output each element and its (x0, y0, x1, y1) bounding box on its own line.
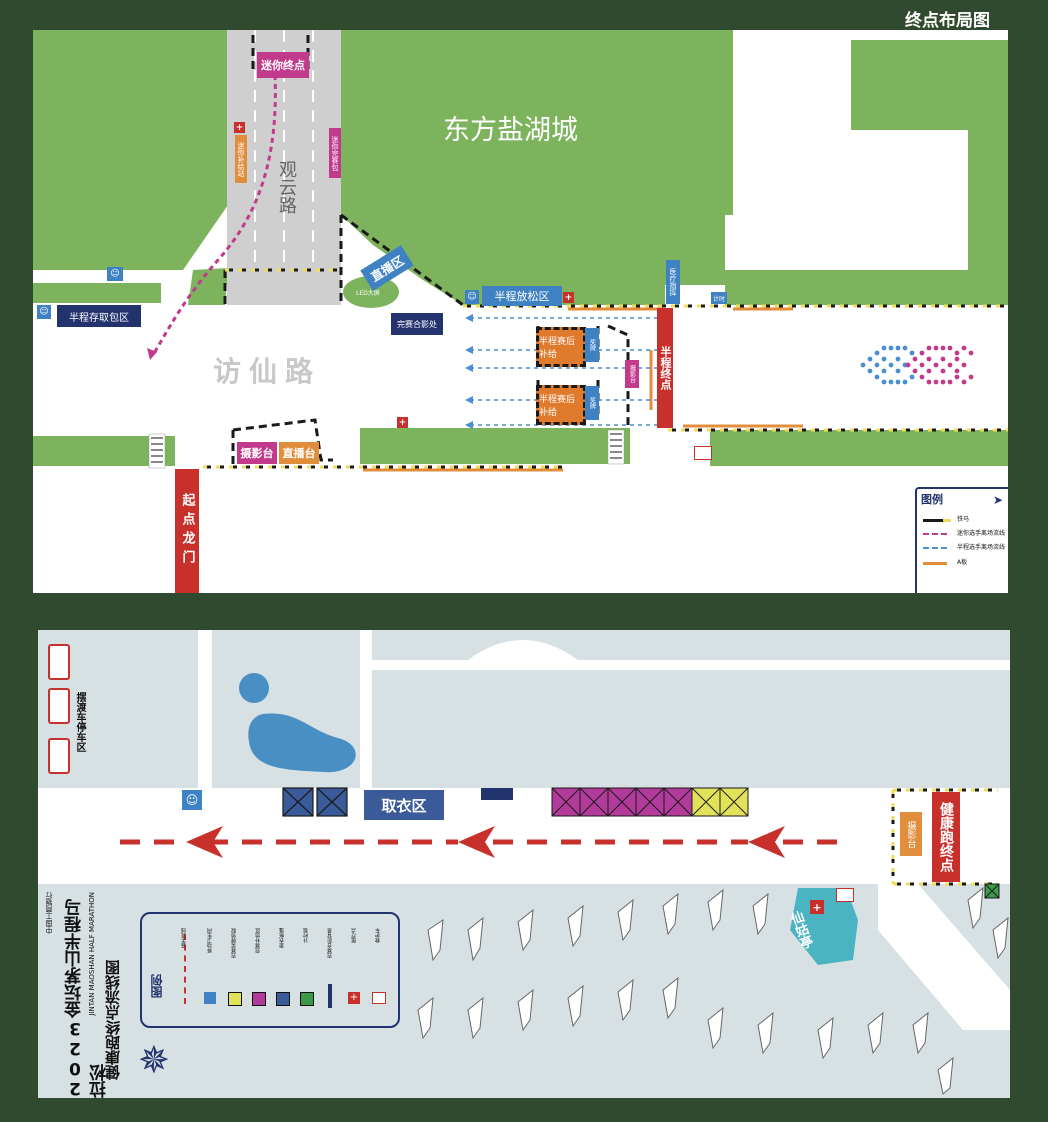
half-supply-2-label: 半程赛后补给 (536, 385, 586, 425)
bus-parking: 摆渡车停车区 (42, 638, 102, 778)
area-name: 东方盐湖城 (443, 115, 578, 146)
changing-tents (282, 787, 348, 817)
legend-item: 救护车 (375, 928, 381, 943)
runner-arrow-magenta (905, 345, 974, 385)
legend-swatch-mini (923, 533, 947, 535)
north-arrow-icon: ➤ (992, 493, 1003, 507)
legend-swatch-supply (252, 992, 266, 1006)
legend-item: 迷你选手离场流线 (957, 530, 1006, 537)
legend-swatch-ambulance (372, 992, 386, 1004)
medal-area (691, 787, 749, 817)
restroom-icon-2: ☺ (37, 305, 51, 319)
legend-item: 完赛补给区 (255, 928, 261, 953)
legend-swatch-medical: + (348, 992, 360, 1004)
legend-swatch-half (923, 547, 947, 549)
timing-mat (481, 788, 513, 800)
medal-label-2: 奖牌 (585, 386, 599, 420)
page-title: 终点布局图 (905, 11, 990, 31)
legend-swatch-medal (228, 992, 242, 1006)
half-finish-label: 半程终点 (657, 308, 673, 428)
bus-icon (48, 644, 70, 680)
photo-stand-label: 摄影台 (237, 442, 277, 464)
medal-label-1: 奖牌 (585, 328, 599, 362)
timing-label: 计时 (711, 292, 727, 304)
runner-arrow-blue (860, 345, 915, 385)
medical-icon-bottom: + (810, 900, 824, 914)
finisher-photo-label: 完赛合影处 (391, 313, 443, 335)
start-gate-label: 起点龙门 (175, 469, 199, 593)
mini-supply-label: 迷你补给站 (235, 135, 247, 183)
restroom-icon: ☺ (107, 267, 123, 281)
mini-finish-label: 迷你终点 (257, 52, 309, 78)
medical-icon-3: + (397, 417, 408, 428)
event-title-en: JINTAN MAOSHAN HALF MARATHON (88, 892, 96, 1016)
legend-title: 图例 (921, 493, 943, 506)
photo-stand-bottom-label: 摄影台 (900, 812, 922, 856)
trees (417, 886, 1009, 1095)
half-release-label: 半程放松区 (482, 286, 562, 306)
legend-swatch-backdrop (328, 984, 332, 1008)
ambulance-icon (694, 446, 712, 460)
legend-item: 半程选手离场流线 (957, 544, 1006, 551)
legend-swatch-barrier (923, 519, 951, 522)
bottom-map-svg (38, 630, 1010, 1095)
legend-swatch-tent (276, 992, 290, 1006)
medical-icon-2: + (563, 292, 574, 303)
health-finish-label: 健康跑终点 (932, 792, 960, 882)
guanyun-road-label: 观云路 (276, 160, 297, 214)
legend-swatch-timing (300, 992, 314, 1006)
legend-item: 完赛合影背景 (327, 928, 333, 958)
legend-item: 铁马 (957, 516, 970, 523)
medical-icon: + (234, 122, 245, 133)
bottom-legend-title: 图例 (150, 974, 164, 998)
supply-area (551, 787, 693, 817)
clothes-pickup-label: 取衣区 (364, 790, 444, 820)
bus-icon (48, 738, 70, 774)
ambulance-icon-bottom (836, 888, 854, 902)
compass-icon: ✵ (138, 1038, 170, 1082)
half-supply-1-label: 半程赛后补给 (536, 327, 586, 367)
broadcast-stand-label: 直播台 (279, 442, 319, 464)
legend-swatch-aboard (923, 562, 947, 565)
top-map-svg (33, 30, 1008, 472)
legend-item: 完赛奖牌领取 (231, 928, 237, 958)
legend-item: A板 (957, 559, 968, 566)
fangxian-road-label: 访仙路 (213, 355, 322, 388)
top-map: 东方盐湖城 观云路 访仙路 迷你终点 迷你补给站 迷你完赛包 直播区 LED大屏… (33, 30, 1008, 593)
restroom-icon-3: ☺ (465, 290, 479, 304)
sponsor-label: 中国工商银行 (45, 892, 53, 934)
legend-item: 选手流线 (181, 928, 187, 948)
legend-item: 计时毯 (303, 928, 309, 943)
legend-swatch-flow (184, 934, 186, 1004)
legend-item: 移动卫生间 (207, 928, 213, 953)
medical-label: 医疗指挥 (666, 260, 680, 304)
legend-item: 更衣帐篷 (279, 928, 285, 948)
restroom-icon-bottom: ☺ (182, 790, 202, 810)
led-screen-label: LED大屏 (356, 290, 380, 297)
legend-swatch-restroom (204, 992, 216, 1004)
half-bag-label: 半程存取包区 (57, 305, 141, 327)
bottom-map: 取衣区 健康跑终点 摄影台 仙姑亭 + ☺ 摆渡车停车区 2023金坛茅山半程马… (38, 630, 1010, 1098)
legend-item: 医疗点 (351, 928, 357, 943)
bus-area-label: 摆渡车停车区 (74, 692, 85, 752)
photo-stand-small-label: 摄影台 (625, 360, 639, 388)
top-legend: 图例 ➤ 铁马 迷你选手离场流线 半程选手离场流线 A板 (915, 487, 1008, 593)
mini-completion-label: 迷你完赛包 (329, 128, 341, 178)
bottom-legend: 图例 + 选手流线 移动卫生间 完赛奖牌领取 完赛补给区 更衣帐篷 计时毯 完赛… (140, 912, 400, 1028)
bus-icon (48, 688, 70, 724)
flow-subtitle: 健康跑终点流线图 (104, 960, 122, 1080)
